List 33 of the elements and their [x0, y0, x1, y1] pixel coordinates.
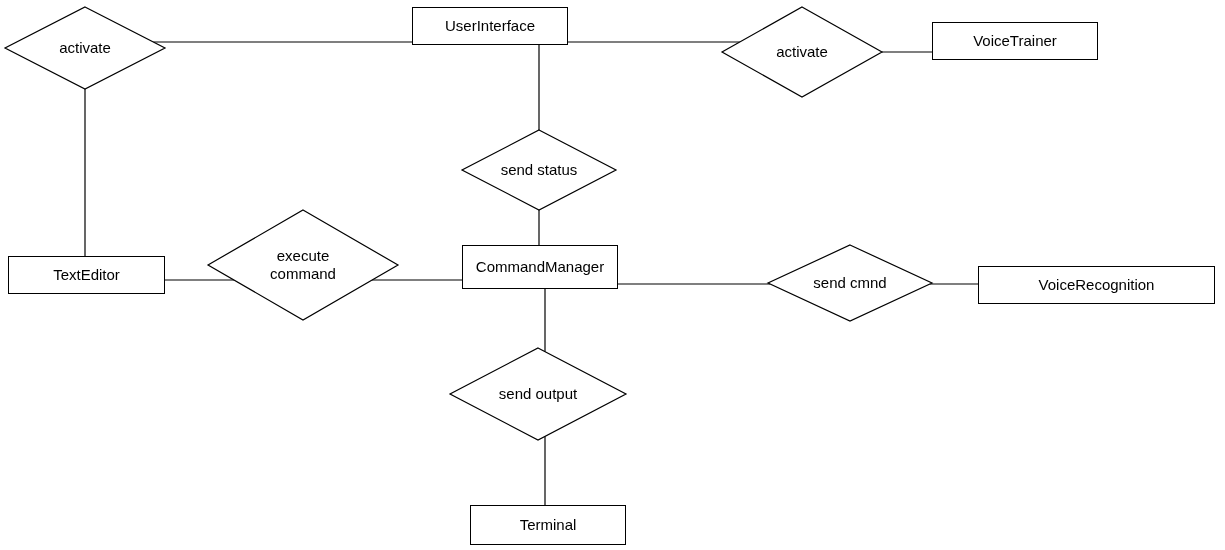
node-label: execute command [269, 247, 337, 283]
connector-line [538, 209, 540, 246]
connector-line [84, 88, 86, 257]
connector-line [881, 51, 933, 53]
connector-line [164, 279, 235, 281]
node-label: Terminal [519, 516, 577, 534]
connector-line [544, 435, 546, 506]
entity-box [412, 7, 568, 45]
entity-box [932, 22, 1098, 60]
node-label: send cmnd [813, 274, 887, 292]
relationship-diamond [722, 7, 882, 97]
relationship-diamond [450, 348, 626, 440]
entity-box [470, 505, 626, 545]
node-label: send output [498, 385, 578, 403]
connector-line [567, 41, 741, 43]
node-label: activate [776, 43, 828, 61]
connector-line [544, 288, 546, 353]
node-label: VoiceRecognition [1038, 276, 1155, 294]
relationship-diamond [768, 245, 932, 321]
relationship-diamond [208, 210, 398, 320]
entity-box [462, 245, 618, 289]
entity-box [978, 266, 1215, 304]
node-label: TextEditor [53, 266, 120, 284]
connector-line [152, 41, 413, 43]
relationship-diamond [5, 7, 165, 89]
node-label: activate [59, 39, 111, 57]
node-label: UserInterface [444, 17, 535, 35]
connector-line [538, 44, 540, 131]
entity-box [8, 256, 165, 294]
node-label: VoiceTrainer [973, 32, 1057, 50]
node-label: send status [500, 161, 578, 179]
relationship-diamond [462, 130, 616, 210]
node-label: CommandManager [475, 258, 605, 276]
